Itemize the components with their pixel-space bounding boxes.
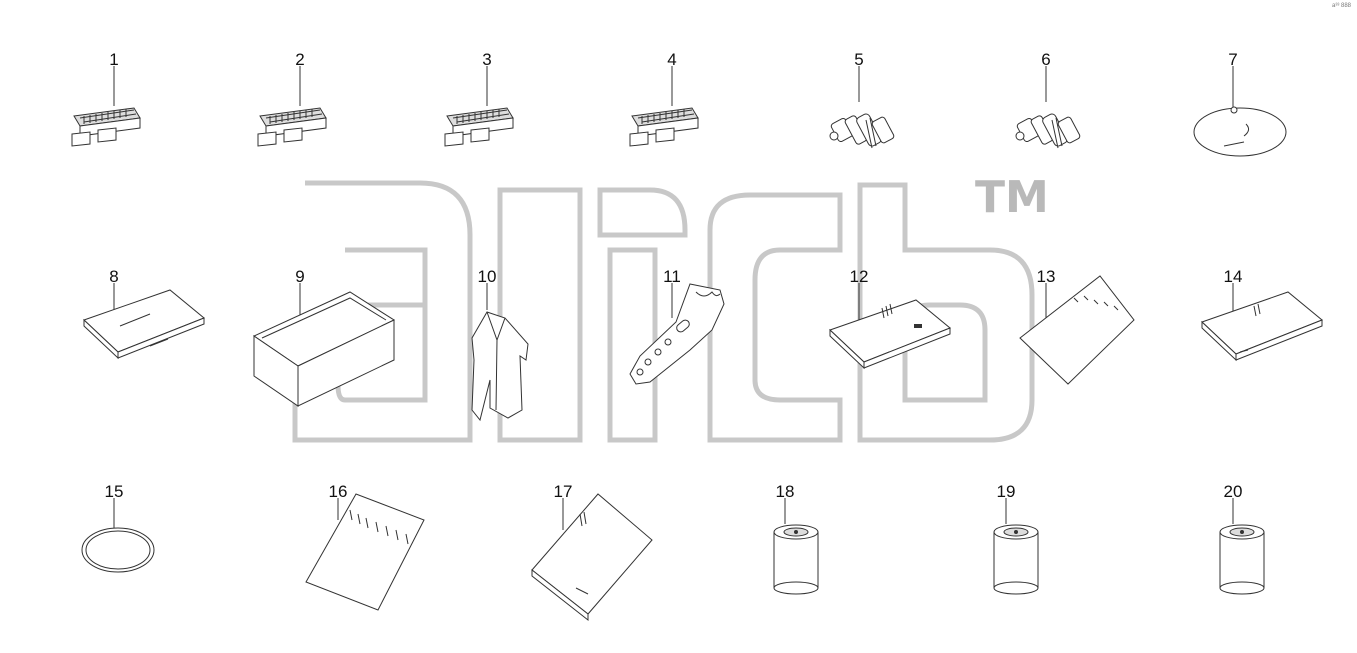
part-3-fuse-icon: [444, 66, 514, 147]
callout-11: 11: [663, 267, 681, 286]
part-13-certificate-icon: [1019, 275, 1135, 385]
callout-10: 10: [478, 267, 497, 286]
part-19-filter-icon: [993, 498, 1039, 595]
callout-1: 1: [109, 50, 118, 69]
part-17-manual-icon: [531, 493, 653, 622]
part-16-booklet-icon: [305, 493, 425, 611]
callout-8: 8: [109, 267, 118, 286]
callout-7: 7: [1228, 50, 1237, 69]
corner-mark: a³³ 888: [1331, 3, 1351, 9]
callout-18: 18: [776, 482, 795, 501]
callout-15: 15: [105, 482, 124, 501]
part-10-coat-icon: [471, 283, 529, 422]
callout-9: 9: [295, 267, 304, 286]
part-11-key-fob-icon: [629, 283, 725, 385]
callout-4: 4: [667, 50, 676, 69]
callout-16: 16: [329, 482, 348, 501]
part-1-fuse-icon: [71, 66, 141, 147]
part-4-fuse-icon: [629, 66, 699, 147]
trademark-mark: TM: [975, 172, 1049, 223]
callout-17: 17: [554, 482, 573, 501]
part-12-manual-icon: [829, 283, 951, 369]
callout-2: 2: [295, 50, 304, 69]
callout-13: 13: [1037, 267, 1056, 286]
callout-labels: 1 2 3 4 5 6 7 8 9 10 11 12 13 14 15 16 1…: [105, 50, 1243, 501]
callout-20: 20: [1224, 482, 1243, 501]
callout-19: 19: [997, 482, 1016, 501]
callout-12: 12: [850, 267, 869, 286]
part-8-manual-icon: [83, 283, 205, 359]
part-2-fuse-icon: [257, 66, 327, 147]
part-9-box-icon: [252, 283, 396, 407]
part-18-filter-icon: [773, 498, 819, 595]
callout-3: 3: [482, 50, 491, 69]
part-5-valve-icon: [829, 66, 896, 149]
callout-5: 5: [854, 50, 863, 69]
callout-6: 6: [1041, 50, 1050, 69]
part-7-disc-icon: [1193, 66, 1287, 157]
part-15-seal-ring-icon: [81, 498, 155, 573]
part-20-filter-icon: [1219, 498, 1265, 595]
callout-14: 14: [1224, 267, 1243, 286]
part-14-manual-icon: [1201, 283, 1323, 361]
part-6-valve-icon: [1015, 66, 1082, 149]
